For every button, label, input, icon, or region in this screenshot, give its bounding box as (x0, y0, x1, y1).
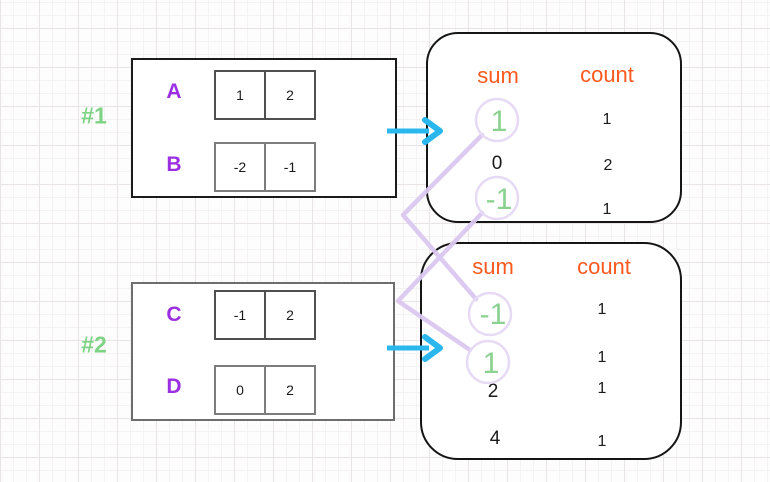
result-2-count-value: 1 (597, 301, 607, 318)
result-2-sum-value: 2 (487, 381, 499, 402)
array-b-name: B (166, 153, 182, 176)
array-cell: -1 (216, 292, 266, 338)
array-cell: 2 (286, 87, 294, 103)
group-2-box[interactable]: C -1 2 D 0 2 (131, 282, 395, 421)
result-2-count-header: count (577, 254, 631, 279)
result-1-sum-value-highlighted: -1 (485, 183, 513, 216)
array-c-cells[interactable]: -1 2 (214, 290, 316, 340)
result-2-sum-header: sum (472, 254, 514, 279)
array-cell: -1 (283, 159, 297, 175)
array-cell: 1 (216, 72, 266, 118)
result-2-box[interactable]: sum count -1 1 1 1 2 1 4 1 (420, 242, 682, 460)
array-cell: 2 (286, 307, 294, 323)
result-2-count-value: 1 (597, 349, 607, 366)
array-d-cells[interactable]: 0 2 (214, 365, 316, 415)
result-2-sum-value: 4 (489, 428, 501, 449)
result-1-count-header: count (580, 62, 634, 87)
result-2-sum-value-highlighted: -1 (479, 298, 507, 331)
array-b-cells[interactable]: -2 -1 (214, 142, 316, 192)
array-d-name: D (166, 375, 182, 398)
array-a-name: A (166, 80, 182, 103)
result-1-count-value: 1 (602, 201, 612, 218)
group-2-label[interactable]: #2 (81, 331, 107, 358)
array-a-cells[interactable]: 1 2 (214, 70, 316, 120)
group-1-box[interactable]: A 1 2 B -2 -1 (131, 58, 397, 198)
result-1-sum-header: sum (477, 63, 519, 88)
array-c-name: C (166, 303, 182, 326)
result-2-count-value: 1 (597, 433, 607, 450)
array-cell: 2 (286, 382, 294, 398)
array-cell: 0 (216, 367, 266, 413)
result-1-count-value: 2 (603, 157, 613, 174)
result-1-box[interactable]: sum count 1 1 0 2 -1 1 (426, 32, 682, 223)
result-1-sum-value-highlighted: 1 (490, 105, 508, 138)
result-1-count-value: 1 (602, 111, 612, 128)
result-2-sum-value-highlighted: 1 (482, 347, 500, 380)
array-cell: -2 (216, 144, 266, 190)
result-1-sum-value: 0 (491, 153, 503, 174)
result-2-count-value: 1 (597, 380, 607, 397)
group-1-label[interactable]: #1 (81, 102, 107, 129)
